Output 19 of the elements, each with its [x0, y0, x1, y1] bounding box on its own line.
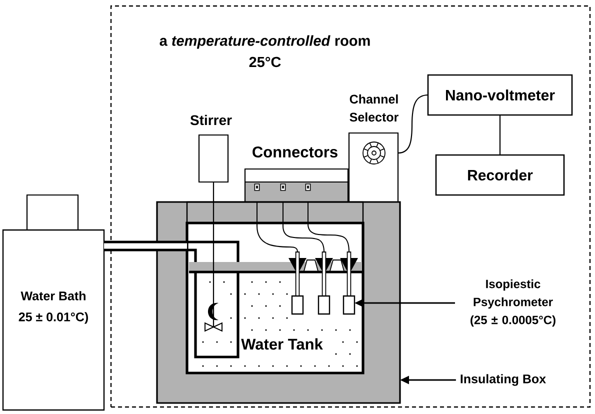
box-label: Connectors: [252, 146, 338, 158]
cable: [499, 115, 501, 155]
wire: [308, 202, 350, 252]
psychrometer: [291, 252, 304, 315]
wire: [256, 202, 298, 252]
wire: [282, 202, 324, 252]
box-label: Stirrer: [190, 114, 232, 126]
temperature-label: 25°C: [249, 56, 281, 68]
box-label: Channel Selector: [350, 94, 398, 122]
psychrometer: [342, 252, 356, 315]
instrument-box: Recorder: [435, 154, 565, 196]
callout-label: Isopiestic Psychrometer (25 ± 0.0005°C): [470, 279, 556, 327]
stirrer-rod: [212, 182, 214, 292]
water-bath: Water Bath 25 ± 0.01°C): [2, 229, 105, 411]
title-text: a temperature-controlled room: [160, 35, 370, 49]
cable: [398, 94, 428, 154]
psychrometer: [318, 252, 330, 315]
callout-label: Insulating Box: [460, 374, 546, 386]
instrument-box: Nano-voltmeter: [427, 74, 573, 116]
